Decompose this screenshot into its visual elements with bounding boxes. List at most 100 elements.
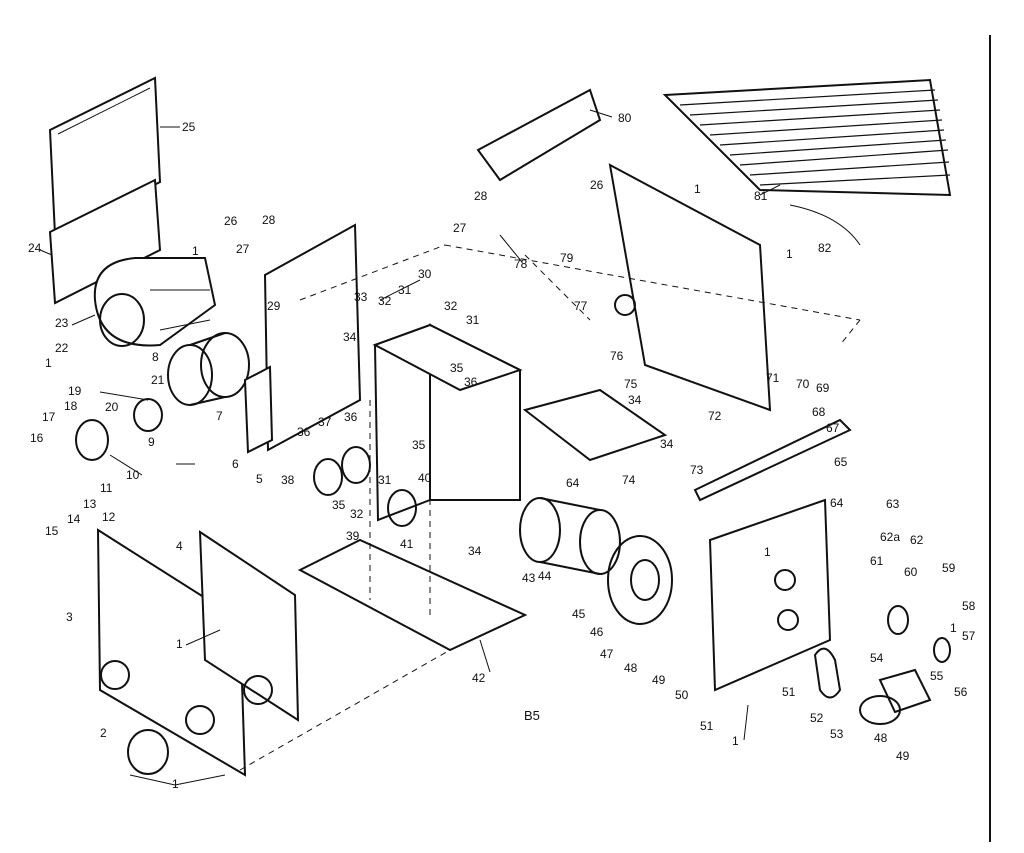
callout-3: 3	[66, 610, 73, 624]
callout-34d: 34	[468, 544, 482, 558]
callout-36c: 36	[297, 425, 311, 439]
callout-43: 43	[522, 571, 536, 585]
burner-box	[372, 323, 523, 522]
collar-2	[127, 729, 169, 775]
callout-1h: 1	[176, 637, 183, 651]
callout-48a: 48	[624, 661, 638, 675]
callout-2: 2	[100, 726, 107, 740]
callout-48b: 48	[874, 731, 888, 745]
callout-49b: 49	[896, 749, 910, 763]
callout-35b: 35	[412, 438, 426, 452]
panel-4	[198, 530, 300, 722]
callout-35c: 35	[332, 498, 346, 512]
callout-81: 81	[754, 189, 768, 203]
callout-79: 79	[560, 251, 574, 265]
callout-12: 12	[102, 510, 116, 524]
callout-22: 22	[55, 341, 69, 355]
filter-81	[662, 78, 952, 197]
callout-33: 33	[354, 290, 368, 304]
callout-31c: 31	[378, 473, 392, 487]
hood-80	[476, 88, 602, 182]
callout-25: 25	[182, 120, 196, 134]
callout-82: 82	[818, 241, 832, 255]
callout-31b: 31	[466, 313, 480, 327]
callout-75: 75	[624, 377, 638, 391]
callout-51: 51	[700, 719, 714, 733]
callout-32b: 32	[444, 299, 458, 313]
callout-1f: 1	[764, 545, 771, 559]
partition-panel-5	[243, 223, 362, 454]
callout-68: 68	[812, 405, 826, 419]
callout-27b: 27	[453, 221, 467, 235]
control-box-55	[859, 668, 932, 725]
caption-b5: B5	[524, 708, 540, 723]
ring-61	[887, 605, 909, 635]
callout-15: 15	[45, 524, 59, 538]
callout-19: 19	[68, 384, 82, 398]
callout-30: 30	[418, 267, 432, 281]
callout-76: 76	[610, 349, 624, 363]
callout-63: 62a	[880, 530, 900, 544]
callout-1e: 1	[950, 621, 957, 635]
callout-65b: 64	[830, 496, 844, 510]
callout-32a: 32	[378, 294, 392, 308]
callout-1a: 1	[45, 356, 52, 370]
callout-40: 40	[418, 471, 432, 485]
side-panel-50	[708, 498, 832, 692]
callout-4: 4	[176, 539, 183, 553]
callout-21: 21	[151, 373, 165, 387]
callout-28a: 28	[262, 213, 276, 227]
callout-23: 23	[55, 316, 69, 330]
callout-69: 69	[816, 381, 830, 395]
callout-37: 37	[318, 415, 332, 429]
callout-31a: 31	[398, 283, 412, 297]
callout-32c: 32	[350, 507, 364, 521]
callout-73: 73	[690, 463, 704, 477]
ring-58	[933, 637, 951, 663]
callout-16: 16	[30, 431, 44, 445]
callout-59: 58	[962, 599, 976, 613]
collar-38	[313, 446, 371, 496]
callout-58: 57	[962, 629, 976, 643]
callout-41: 41	[400, 537, 414, 551]
callout-65a: 64	[566, 476, 580, 490]
housing-45	[607, 535, 673, 625]
base-pan-42	[297, 538, 528, 652]
callout-1c: 1	[694, 182, 701, 196]
callout-36b: 36	[344, 410, 358, 424]
guide-lines	[239, 244, 861, 771]
callout-67: 67	[826, 421, 840, 435]
callout-9: 9	[148, 435, 155, 449]
callout-27a: 27	[236, 242, 250, 256]
callout-78: 78	[514, 257, 528, 271]
callout-1d: 1	[786, 247, 793, 261]
callout-44: 44	[538, 569, 552, 583]
callout-49a: 49	[652, 673, 666, 687]
callout-62: 61	[870, 554, 884, 568]
callout-60: 59	[942, 561, 956, 575]
callout-62a: 62	[910, 533, 924, 547]
callout-55: 54	[870, 651, 884, 665]
callout-77: 77	[574, 299, 588, 313]
callout-56: 55	[930, 669, 944, 683]
callout-26a: 26	[224, 214, 238, 228]
callout-38: 38	[281, 473, 295, 487]
callout-50: 50	[675, 688, 689, 702]
callout-71: 71	[766, 371, 780, 385]
callout-26b: 26	[590, 178, 604, 192]
callout-42: 42	[472, 671, 486, 685]
callout-6: 6	[232, 457, 239, 471]
callout-64: 63	[886, 497, 900, 511]
callout-35a: 35	[450, 361, 464, 375]
rail-71	[693, 418, 852, 502]
blower-housing-23	[93, 257, 217, 347]
callout-46: 46	[590, 625, 604, 639]
callouts: 25 24 23 8 22 1 21 19 18 20 17 16 9 7 10…	[28, 111, 976, 791]
callout-80: 80	[618, 111, 632, 125]
ring-10	[75, 419, 109, 461]
callout-34c: 34	[660, 437, 674, 451]
callout-1i: 1	[172, 777, 179, 791]
callout-7: 7	[216, 409, 223, 423]
front-panel-3	[96, 528, 247, 777]
callout-24: 24	[28, 241, 42, 255]
